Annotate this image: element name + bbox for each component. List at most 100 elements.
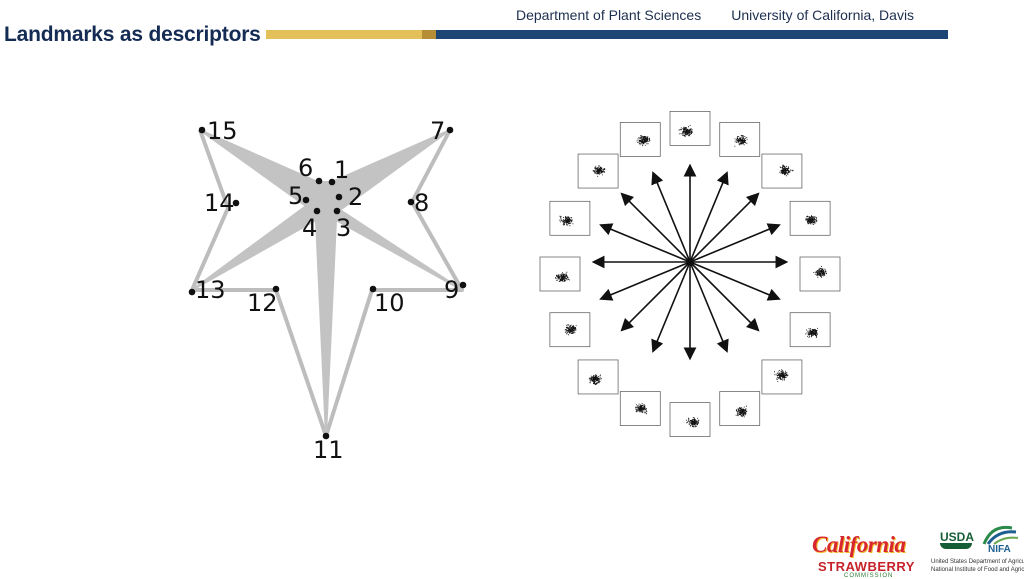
scatter-points <box>635 403 648 415</box>
scatter-panel <box>761 359 803 395</box>
commission-text: COMMISSION <box>844 573 894 579</box>
radial-arrow <box>620 192 691 263</box>
landmark-point-10 <box>369 285 377 293</box>
strawberry-text: STRAWBERRY <box>818 559 915 574</box>
scatter-points <box>735 405 748 418</box>
landmark-label-1: 1 <box>334 156 349 184</box>
scatter-points <box>685 417 700 428</box>
landmark-label-3: 3 <box>336 214 351 242</box>
radial-arrows <box>591 163 789 361</box>
university-label: University of California, Davis <box>731 7 915 23</box>
radial-arrow <box>689 261 760 332</box>
scatter-panel-frame <box>761 153 803 189</box>
landmark-point-14 <box>232 199 240 207</box>
title-bar-gold <box>266 30 422 39</box>
usda-caption-line2: National Institute of Food and Agricultu… <box>931 567 1024 573</box>
landmark-label-10: 10 <box>374 289 405 317</box>
landmark-label-13: 13 <box>195 276 226 304</box>
landmark-point-5 <box>302 196 310 204</box>
scatter-points <box>588 374 602 385</box>
title-bar-accent <box>422 30 436 39</box>
landmark-label-14: 14 <box>204 189 235 217</box>
landmark-distribution-diagram <box>539 111 841 437</box>
header-affiliation: Department of Plant Sciences University o… <box>516 7 914 23</box>
landmark-point-4 <box>313 207 321 215</box>
scatter-points <box>779 164 794 177</box>
scatter-panel-frame <box>539 256 581 292</box>
title-bar-navy <box>436 30 948 39</box>
california-text: California <box>812 532 906 557</box>
usda-nifa-caption: United States Department of Agriculture … <box>931 558 1024 574</box>
nifa-logo: NIFA <box>978 522 1020 556</box>
landmark-point-13 <box>188 288 196 296</box>
scatter-panel-frame <box>669 402 711 437</box>
slide-title: Landmarks as descriptors <box>4 23 261 46</box>
landmark-label-7: 7 <box>430 117 445 145</box>
department-label: Department of Plant Sciences <box>516 7 702 23</box>
landmark-point-3 <box>333 207 341 215</box>
landmark-point-1 <box>328 178 336 186</box>
landmark-label-4: 4 <box>302 214 317 242</box>
scatter-panel-frame <box>789 200 831 236</box>
scatter-points <box>805 215 818 225</box>
landmark-label-9: 9 <box>444 276 459 304</box>
radial-arrow <box>599 261 691 301</box>
scatter-panel <box>719 391 761 426</box>
scatter-points <box>564 324 577 336</box>
landmark-point-12 <box>272 285 280 293</box>
scatter-panel <box>549 312 591 348</box>
scatter-panel-frame <box>619 122 661 157</box>
scatter-panel <box>789 200 831 236</box>
scatter-panel <box>577 359 619 395</box>
scatter-points <box>774 369 789 382</box>
scatter-panel <box>669 111 711 146</box>
radial-arrow <box>599 223 691 263</box>
radial-arrow <box>689 192 760 263</box>
scatter-panel <box>669 402 711 437</box>
scatter-points <box>678 125 693 137</box>
scatter-panel <box>719 122 761 157</box>
landmark-label-12: 12 <box>247 289 278 317</box>
scatter-panel <box>619 122 661 157</box>
usda-text: USDA <box>940 530 975 544</box>
radial-arrow <box>689 223 781 263</box>
radial-arrow <box>651 261 691 353</box>
nifa-text: NIFA <box>988 544 1011 555</box>
scatter-panel <box>761 153 803 189</box>
leaf-star-shape <box>191 129 463 437</box>
landmark-label-11: 11 <box>313 436 344 464</box>
scatter-points <box>555 271 570 282</box>
landmark-label-15: 15 <box>207 117 238 145</box>
scatter-points <box>805 327 818 338</box>
scatter-panels <box>539 111 841 437</box>
landmark-label-8: 8 <box>414 189 429 217</box>
landmark-point-8 <box>407 198 415 206</box>
scatter-panel <box>799 256 841 292</box>
scatter-panel <box>577 153 619 189</box>
scatter-points <box>559 215 574 227</box>
scatter-points <box>592 165 606 177</box>
scatter-points <box>813 266 827 278</box>
scatter-panel-frame <box>549 200 591 236</box>
scatter-panel <box>539 256 581 292</box>
radial-arrow <box>620 261 691 332</box>
landmark-label-5: 5 <box>288 182 303 210</box>
scatter-panel <box>549 200 591 236</box>
radial-arrow <box>689 171 729 263</box>
usda-wave-icon <box>940 543 972 549</box>
landmark-point-2 <box>335 193 343 201</box>
radial-arrow <box>689 261 729 353</box>
scatter-panel <box>619 391 661 426</box>
scatter-panel <box>789 312 831 348</box>
radial-arrow <box>689 261 781 301</box>
landmark-point-6 <box>315 177 323 185</box>
california-strawberry-logo: California STRAWBERRY COMMISSION <box>812 530 930 579</box>
usda-caption-line1: United States Department of Agriculture <box>931 559 1024 565</box>
nifa-globe-icon <box>982 525 1019 545</box>
radial-arrow <box>651 171 691 263</box>
landmark-point-15 <box>198 126 206 134</box>
scatter-panel-frame <box>669 111 711 146</box>
scatter-points <box>734 135 748 147</box>
